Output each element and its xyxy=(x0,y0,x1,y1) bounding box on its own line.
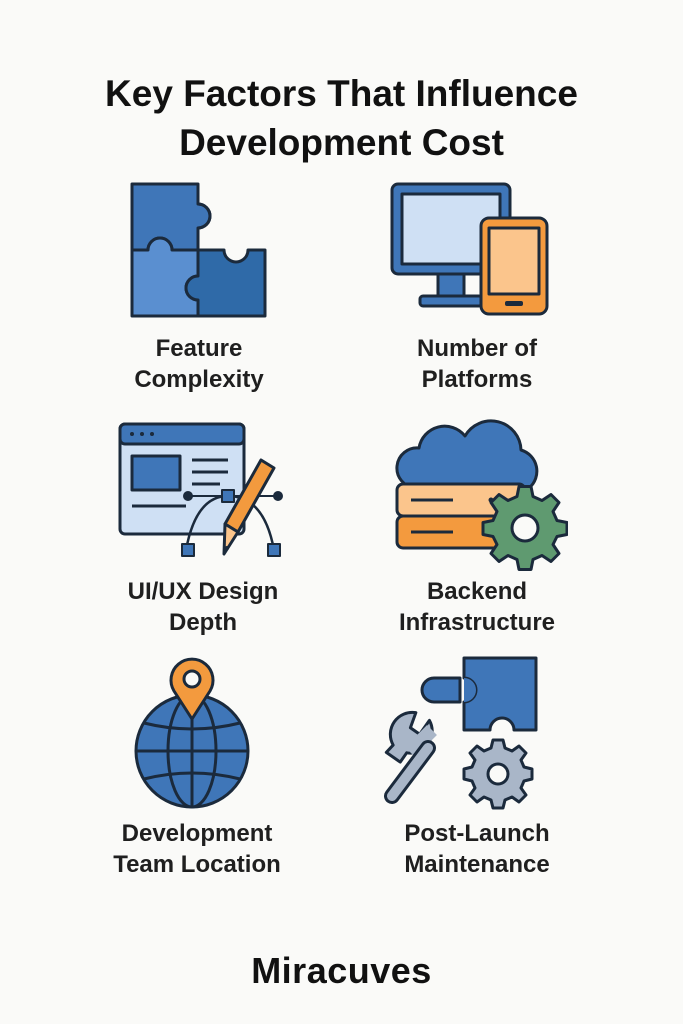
factor-label: Number of Platforms xyxy=(417,335,537,393)
cloud-server-icon xyxy=(395,419,568,571)
title-line-2: Development Cost xyxy=(179,121,504,163)
factor-label: Backend Infrastructure xyxy=(398,578,556,636)
factor-label: Post-Launch Maintenance xyxy=(404,820,550,878)
factor-label: UI/UX Design Depth xyxy=(127,578,279,636)
factor-label: Feature Complexity xyxy=(134,335,264,393)
globe-pin-icon xyxy=(134,657,250,809)
design-tool-icon xyxy=(118,422,283,557)
factor-label: Development Team Location xyxy=(113,820,281,878)
puzzle-icon xyxy=(130,182,267,318)
wrench-gear-icon xyxy=(384,656,538,810)
brand-logo-text: Miracuves xyxy=(251,950,432,991)
title-line-1: Key Factors That Influence xyxy=(105,72,578,114)
devices-icon xyxy=(390,182,549,316)
page-title: Key Factors That Influence Development C… xyxy=(0,69,683,167)
